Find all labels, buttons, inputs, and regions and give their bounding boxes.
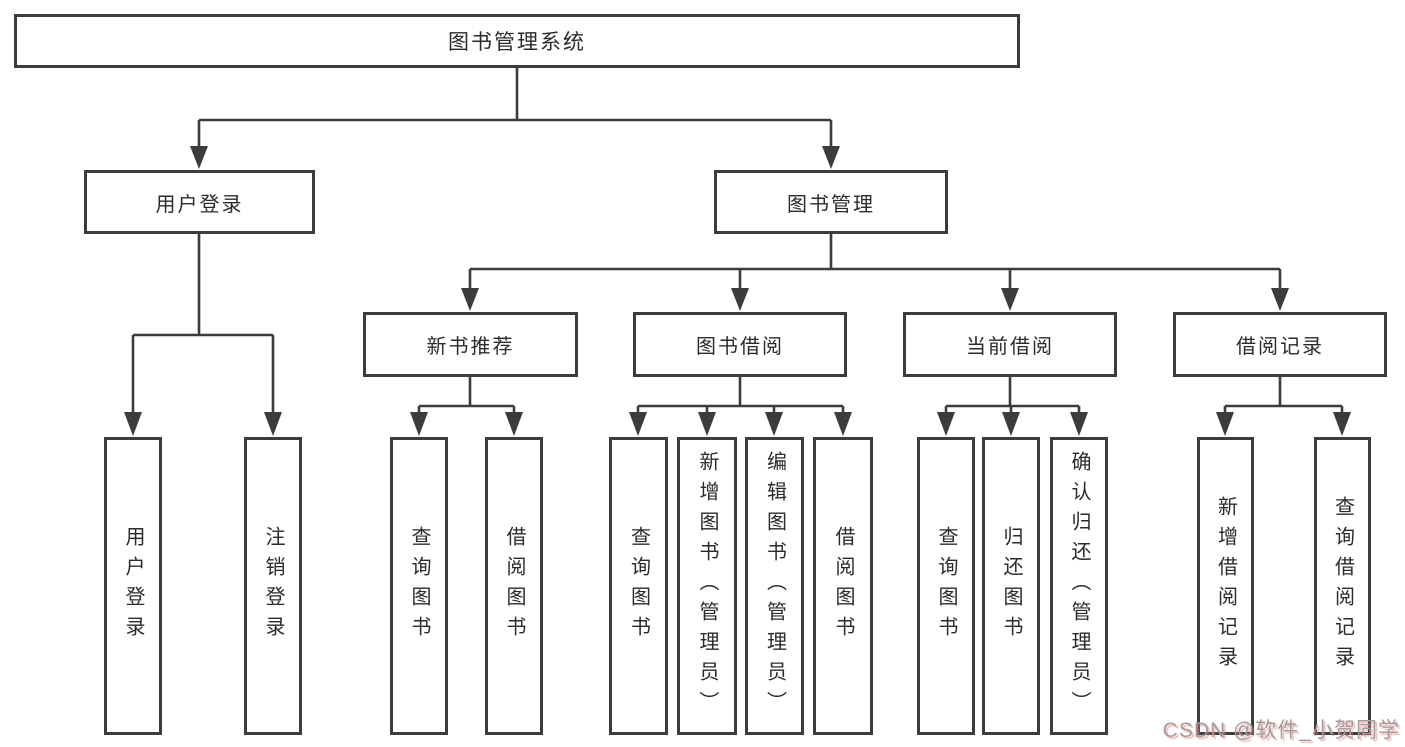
node-label: 查询借阅记录	[1331, 496, 1354, 676]
node-label: 归还图书	[1000, 526, 1022, 646]
connector-book-management	[468, 234, 1282, 290]
node-book-borrowing: 图书借阅	[633, 312, 847, 377]
node-label: 图书管理系统	[448, 31, 586, 54]
csdn-watermark: CSDN @软件_小贺同学	[1162, 719, 1400, 742]
node-user-login: 用户登录	[84, 170, 315, 234]
node-borrow-records: 借阅记录	[1173, 312, 1387, 377]
leaf-current-confirm-return-admin: 确认归还（管理员）	[1050, 437, 1108, 735]
node-book-management: 图书管理	[714, 170, 948, 234]
node-new-book-recommend: 新书推荐	[363, 312, 578, 377]
connector-new-book-recommend	[417, 377, 516, 414]
connector-root	[197, 68, 833, 150]
leaf-borrowing-borrow-books: 借阅图书	[813, 437, 873, 735]
leaf-borrowing-query-books: 查询图书	[609, 437, 668, 735]
node-label: 图书借阅	[696, 336, 784, 358]
leaf-records-query-borrow-record: 查询借阅记录	[1314, 437, 1371, 735]
connector-borrow-records	[1223, 377, 1344, 414]
leaf-current-query-books: 查询图书	[917, 437, 975, 735]
node-label: 图书管理	[787, 193, 875, 216]
node-label: 查询图书	[935, 526, 957, 646]
node-label: 借阅图书	[503, 526, 525, 646]
connector-current-borrowing	[944, 377, 1081, 414]
node-current-borrowing: 当前借阅	[903, 312, 1117, 377]
leaf-recommend-borrow-books: 借阅图书	[485, 437, 543, 735]
leaf-logout-login: 注销登录	[244, 437, 302, 735]
node-label: 确认归还（管理员）	[1068, 451, 1090, 721]
leaf-records-add-borrow-record: 新增借阅记录	[1197, 437, 1254, 735]
node-label: 用户登录	[155, 193, 244, 216]
node-label: 借阅图书	[832, 526, 854, 646]
node-label: 借阅记录	[1236, 336, 1324, 358]
node-library-management-system: 图书管理系统	[14, 14, 1020, 68]
leaf-recommend-query-books: 查询图书	[390, 437, 448, 735]
leaf-user-login: 用户登录	[104, 437, 162, 735]
leaf-borrowing-add-books-admin: 新增图书（管理员）	[677, 437, 737, 735]
node-label: 查询图书	[408, 526, 430, 646]
node-label: 编辑图书（管理员）	[763, 451, 786, 721]
node-label: 当前借阅	[966, 336, 1054, 358]
leaf-current-return-books: 归还图书	[982, 437, 1040, 735]
node-label: 注销登录	[262, 526, 284, 646]
node-label: 新增借阅记录	[1214, 496, 1237, 676]
node-label: 用户登录	[122, 526, 144, 646]
connector-book-borrowing	[636, 377, 845, 414]
connector-user-login	[131, 234, 275, 414]
leaf-borrowing-edit-books-admin: 编辑图书（管理员）	[745, 437, 804, 735]
node-label: 新增图书（管理员）	[696, 451, 718, 721]
node-label: 查询图书	[627, 526, 650, 646]
node-label: 新书推荐	[426, 336, 515, 358]
